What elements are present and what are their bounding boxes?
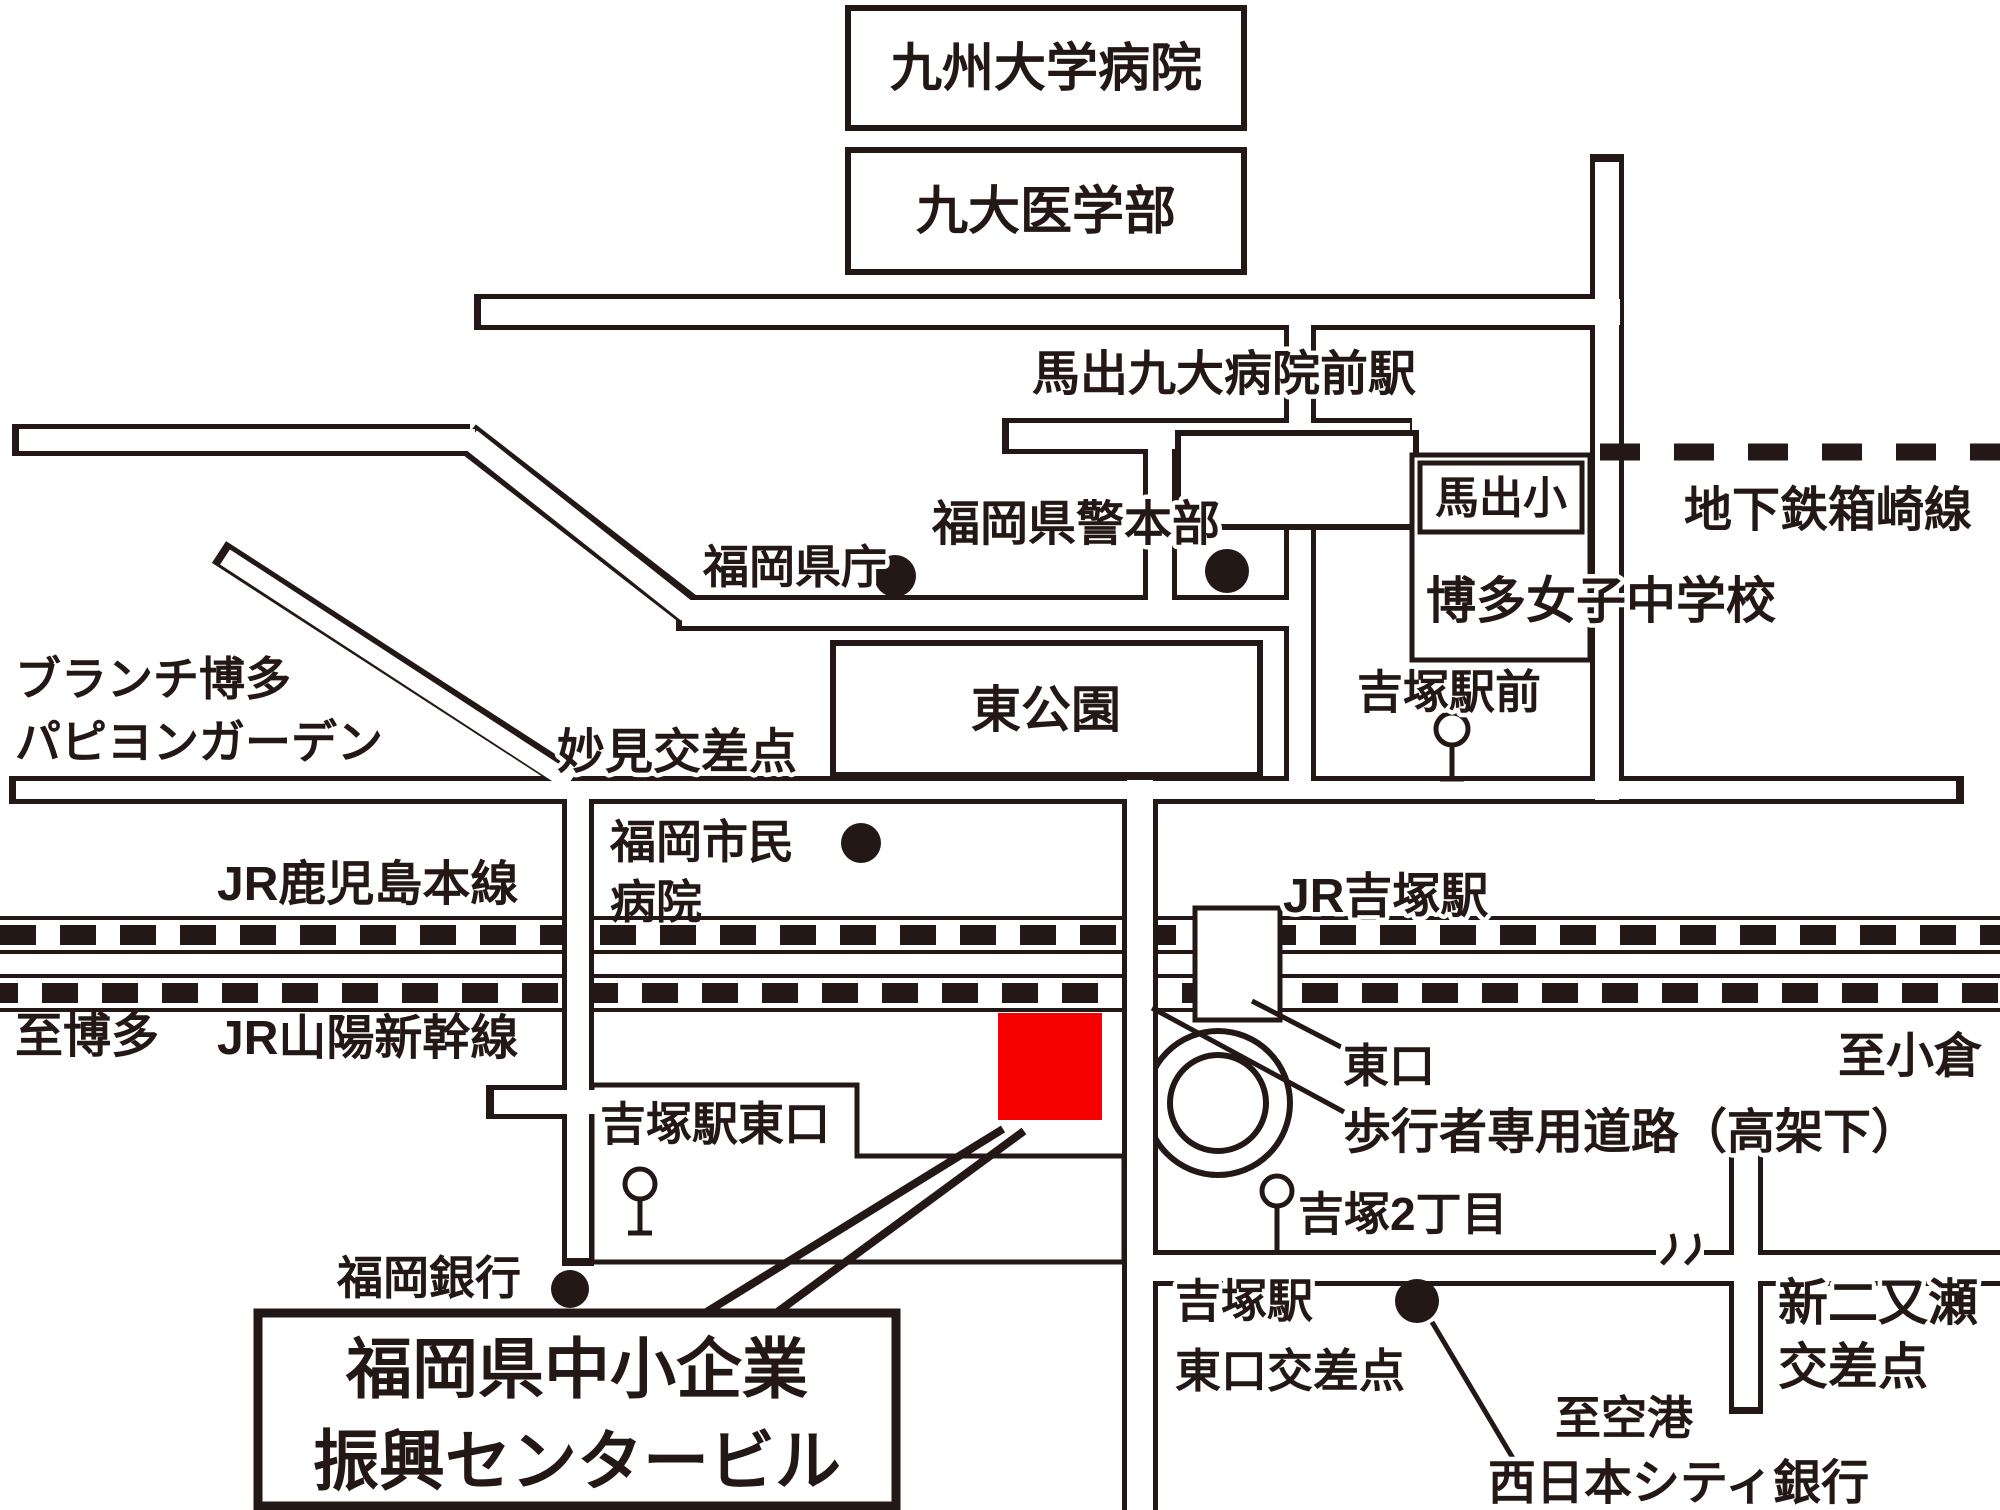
- center-building-label-box: [253, 1308, 901, 1510]
- label-east-crossing-line2: 東口交差点: [1175, 1345, 1405, 1397]
- pref-police-dot: [1205, 549, 1249, 593]
- label-jr-sanyo-shinkansen: JR山陽新幹線: [217, 1011, 518, 1065]
- label-higashi-park: 東公園: [971, 682, 1121, 738]
- road-fills: [16, 162, 2000, 1510]
- label-yoshizuka-2chome: 吉塚2丁目: [1298, 1188, 1508, 1240]
- label-east-crossing-line1: 吉塚駅: [1175, 1275, 1313, 1327]
- label-shin-futamatase-line1: 新二又瀬: [1778, 1275, 1978, 1331]
- yoshizuka-2chome-stop-icon: [1259, 1173, 1295, 1250]
- label-to-hakata: 至博多: [15, 1010, 159, 1063]
- label-yoshizuka-ekimae: 吉塚駅前: [1357, 666, 1541, 718]
- label-fukuoka-bank: 福岡銀行: [336, 1252, 521, 1304]
- label-citizens-hospital-line2: 病院: [610, 876, 702, 928]
- maidashi-station-box: [1175, 430, 1419, 530]
- road-casings: [9, 154, 2000, 1510]
- label-citizens-hospital-line1: 福岡市民: [609, 816, 794, 868]
- kyudai-medical-school-box: [845, 147, 1247, 275]
- road-break-squiggle: [1656, 1233, 1704, 1266]
- pref-office-dot: [874, 555, 916, 597]
- label-kyushu-univ-hospital: 九州大学病院: [890, 40, 1202, 98]
- jr-shinkansen-track: [0, 974, 2000, 1012]
- jr-yoshizuka-station-box: [1192, 905, 1283, 1023]
- yoshizuka-east-exit-stop-icon: [622, 1166, 658, 1236]
- label-east-exit: 東口: [1343, 1040, 1435, 1092]
- roundabout: [1143, 1028, 1293, 1178]
- east-crossing-dot: [1395, 1279, 1439, 1323]
- label-subway-hakozaki-line: 地下鉄箱崎線: [1684, 484, 1972, 537]
- label-nishi-nippon-city-bank: 西日本シティ銀行: [1488, 1457, 1869, 1510]
- citizens-hospital-dot: [841, 823, 881, 863]
- label-center-building-line1: 福岡県中小企業: [345, 1332, 808, 1406]
- label-branch-hakata-line1: ブランチ博多: [15, 653, 291, 705]
- label-maidashi-elementary: 馬出小: [1435, 474, 1567, 523]
- label-pref-office: 福岡県庁: [702, 541, 887, 593]
- fukuoka-bank-dot: [551, 1270, 589, 1308]
- jr-kagoshima-line-track: [0, 916, 2000, 954]
- label-pedestrian-road: 歩行者専用道路（高架下）: [1343, 1106, 1919, 1159]
- label-center-building-line2: 振興センタービル: [313, 1424, 841, 1498]
- label-jr-kagoshima-line: JR鹿児島本線: [217, 858, 518, 911]
- leader-lines: [697, 998, 1517, 1462]
- label-maidashi-station: 馬出九大病院前駅: [1032, 348, 1416, 401]
- label-pref-police-hq: 福岡県警本部: [931, 498, 1220, 551]
- station-east-plaza: [589, 1082, 1127, 1265]
- kyushu-univ-hospital-box: [845, 5, 1247, 131]
- label-myoken-crossing: 妙見交差点: [557, 726, 797, 779]
- label-to-kokura: 至小倉: [1838, 1030, 1983, 1083]
- label-jr-yoshizuka-station: JR吉塚駅: [1283, 870, 1488, 923]
- label-shin-futamatase-line2: 交差点: [1778, 1339, 1928, 1395]
- label-kyudai-medical-school: 九大医学部: [916, 183, 1176, 241]
- destination-marker: [998, 1013, 1102, 1120]
- label-yoshizuka-station-east-exit: 吉塚駅東口: [600, 1098, 830, 1150]
- higashi-park-box: [830, 640, 1263, 778]
- label-branch-hakata-line2: パピヨンガーデン: [15, 716, 383, 768]
- label-to-airport: 至空港: [1555, 1392, 1694, 1444]
- yoshizuka-ekimae-stop-icon: [1433, 710, 1471, 782]
- maidashi-elementary-box: [1417, 460, 1585, 535]
- label-hakata-girls-junior-high: 博多女子中学校: [1426, 573, 1776, 629]
